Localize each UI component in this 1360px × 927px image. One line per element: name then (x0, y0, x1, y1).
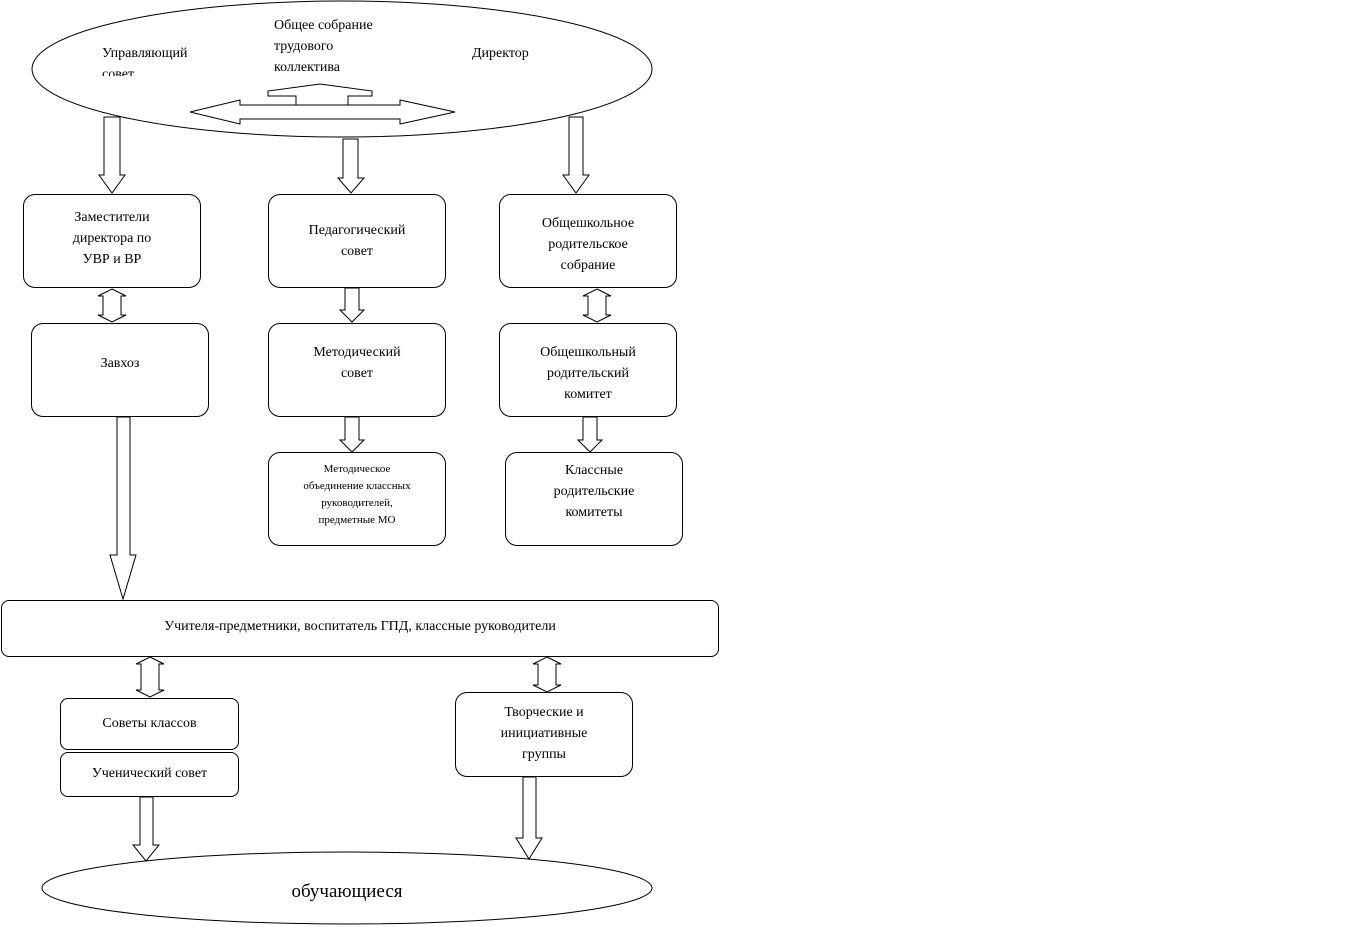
down-arrow (562, 116, 590, 194)
parent-committee-label: Общешкольный родительский комитет (540, 345, 636, 402)
supply-box: Завхоз (31, 323, 209, 417)
teachers-label: Учителя-предметники, воспитатель ГПД, кл… (164, 619, 556, 634)
student-council-label: Ученический совет (91, 766, 208, 781)
supply-label: Завхоз (100, 356, 140, 371)
double-arrow-vertical (532, 656, 562, 693)
double-arrow-vertical (135, 656, 165, 698)
class-committees-box: Классные родительские комитеты (505, 452, 683, 546)
down-arrow (336, 138, 366, 194)
deputies-label: Заместители директора по УВР и ВР (72, 210, 152, 267)
staff-meeting-label: Общее собрание трудового коллектива (274, 18, 373, 75)
parent-committee-box: Общешкольный родительский комитет (499, 323, 677, 417)
up-arrow-small (267, 83, 373, 106)
top-ellipse (31, 0, 653, 138)
bottom-ellipse (41, 851, 653, 925)
method-council-box: Методический совет (268, 323, 446, 417)
ped-council-label: Педагогический совет (308, 223, 406, 259)
down-arrow (515, 776, 543, 860)
class-committees-label: Классные родительские комитеты (553, 463, 635, 520)
down-arrow (131, 796, 161, 862)
creative-groups-label: Творческие и инициативные группы (500, 705, 588, 762)
down-arrow (98, 116, 126, 194)
double-arrow-horizontal (189, 99, 456, 125)
double-arrow-vertical (97, 288, 127, 323)
down-arrow (338, 287, 366, 323)
down-arrow (576, 416, 604, 453)
parent-meeting-label: Общешкольное родительское собрание (541, 216, 635, 273)
down-arrow (338, 416, 366, 453)
class-councils-box: Советы классов (60, 698, 239, 750)
parent-meeting-box: Общешкольное родительское собрание (499, 194, 677, 288)
teachers-box: Учителя-предметники, воспитатель ГПД, кл… (1, 600, 719, 657)
governing-council-label: Управляющий совет (102, 46, 188, 76)
students-label: обучающиеся (291, 881, 403, 902)
down-arrow-long (109, 416, 137, 601)
double-arrow-vertical (582, 288, 612, 323)
method-council-label: Методический совет (313, 345, 401, 381)
ped-council-box: Педагогический совет (268, 194, 446, 288)
method-union-box: Методическое объединение классных руково… (268, 452, 446, 546)
creative-groups-box: Творческие и инициативные группы (455, 692, 633, 777)
method-union-label: Методическое объединение классных руково… (303, 463, 411, 526)
deputies-box: Заместители директора по УВР и ВР (23, 194, 201, 288)
student-council-box: Ученический совет (60, 752, 239, 797)
director-label: Директор (472, 46, 529, 61)
class-councils-label: Советы классов (102, 716, 197, 731)
